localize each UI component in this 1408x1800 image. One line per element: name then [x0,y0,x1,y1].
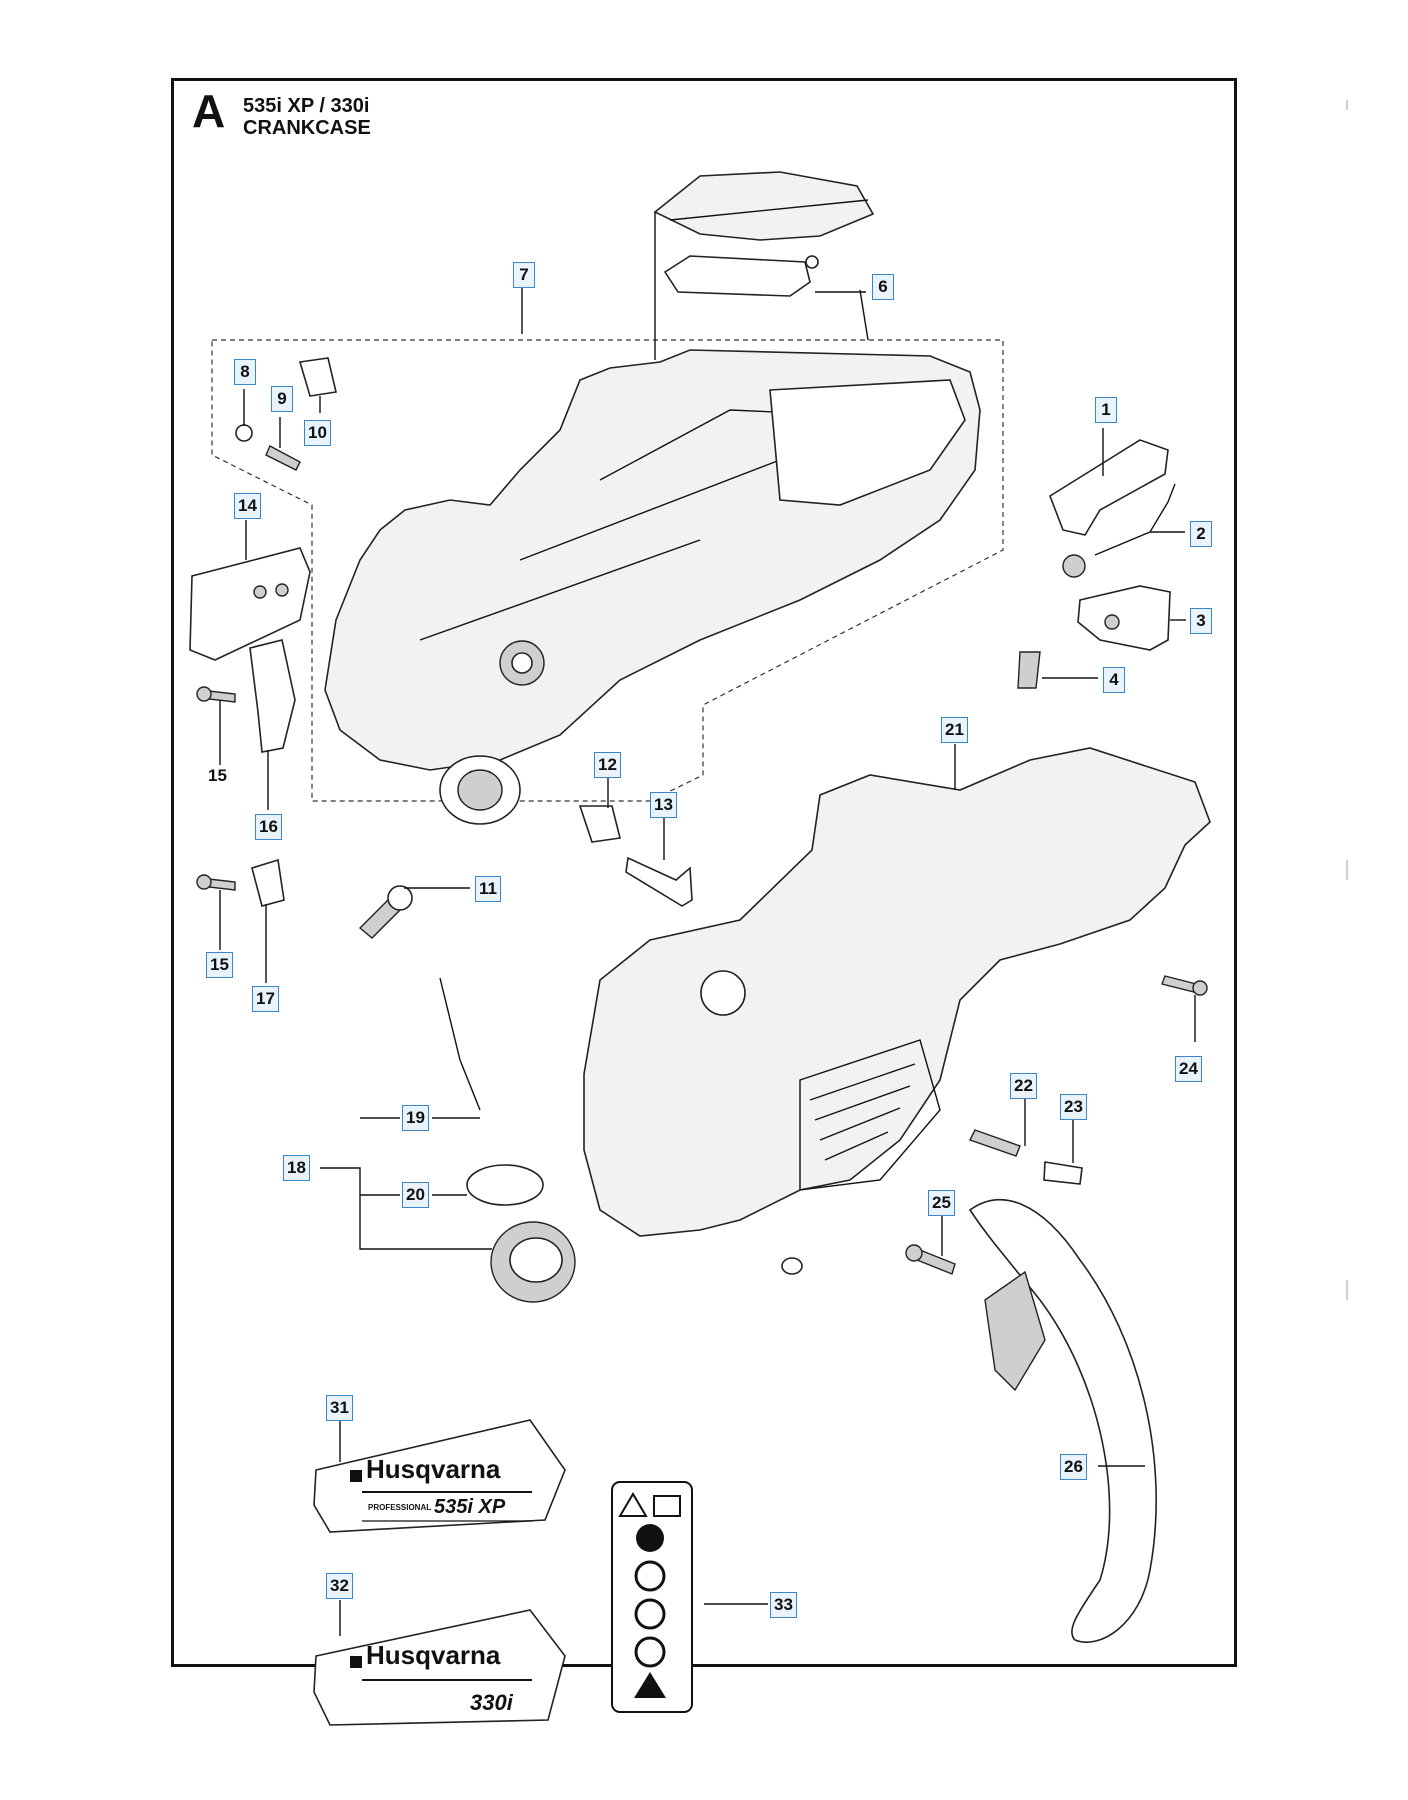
crankcase-group-outline [211,339,1004,802]
no-smoking-icon [634,1636,666,1668]
callout-26[interactable]: 26 [1060,1454,1087,1480]
callout-31[interactable]: 31 [326,1395,353,1421]
callout-12[interactable]: 12 [594,752,621,778]
model-name: 535i XP / 330i [243,95,370,117]
scan-edge-mark [1346,100,1348,110]
callout-16[interactable]: 16 [255,814,282,840]
callout-32[interactable]: 32 [326,1573,353,1599]
callout-4[interactable]: 4 [1103,667,1125,693]
warning-label-part-33 [611,1481,693,1713]
cable-part-19 [439,977,481,1111]
callout-25[interactable]: 25 [928,1190,955,1216]
callout-13[interactable]: 13 [650,792,677,818]
spring-part-22 [969,1129,1021,1157]
scan-edge-mark-2 [1346,860,1348,880]
stop-switch-part-3 [1077,585,1171,651]
callout-19[interactable]: 19 [402,1105,429,1131]
callout-3[interactable]: 3 [1190,608,1212,634]
pin-part-13 [625,856,693,907]
callout-2[interactable]: 2 [1190,521,1212,547]
scan-edge-mark-3 [1346,1280,1348,1300]
decal-31-grade: PROFESSIONAL [368,1503,431,1512]
section-title: 535i XP / 330i CRANKCASE [243,95,371,139]
front-handle-part-26 [968,1198,1157,1643]
callout-23[interactable]: 23 [1060,1094,1087,1120]
clip-part-12 [578,805,621,843]
callout-6[interactable]: 6 [872,274,894,300]
chain-guide-plate-part-14 [189,547,311,661]
callout-21[interactable]: 21 [941,717,968,743]
callout-20[interactable]: 20 [402,1182,429,1208]
callout-10[interactable]: 10 [304,420,331,446]
decal-535i-xp-part-31 [313,1419,566,1533]
manual-book-icon [653,1495,681,1517]
callout-18[interactable]: 18 [283,1155,310,1181]
diagram-frame [171,78,1237,1667]
kickback-warning-icon [634,1560,666,1592]
no-one-hand-icon [634,1598,666,1630]
callout-33[interactable]: 33 [770,1592,797,1618]
husqvarna-crown-icon-2 [350,1656,362,1668]
fire-hazard-icon [634,1672,666,1698]
button-part-23 [1043,1161,1083,1185]
callout-8[interactable]: 8 [234,359,256,385]
callout-9[interactable]: 9 [271,386,293,412]
warning-triangle-icon [618,1492,648,1517]
callout-7[interactable]: 7 [513,262,535,288]
callout-24[interactable]: 24 [1175,1056,1202,1082]
sleeve-part-10 [298,357,337,397]
screw-part-24 [1161,975,1197,993]
callout-15-upper[interactable]: 15 [208,766,227,785]
connector-part-4 [1017,651,1041,689]
callout-1[interactable]: 1 [1095,397,1117,423]
bumper-spike-part-16 [249,639,296,753]
decal-330i-part-32 [313,1609,566,1726]
callout-22[interactable]: 22 [1010,1073,1037,1099]
plug-part-8 [235,424,253,442]
spring-wire-part-2 [1094,483,1176,556]
bracket-part-17 [251,858,285,907]
gasket-part-6 [663,255,811,297]
starter-housing-part-21 [583,747,1211,1237]
cylinder-cover-part [653,171,875,241]
lever-part-1 [1049,439,1169,536]
callout-11[interactable]: 11 [475,876,501,902]
decal-32-brand: Husqvarna [366,1640,501,1670]
callout-15-lower[interactable]: 15 [206,952,233,978]
callout-14[interactable]: 14 [234,493,261,519]
husqvarna-crown-icon [350,1470,362,1482]
decal-32-model: 330i [470,1690,514,1715]
decal-31-model: 535i XP [434,1496,506,1518]
hearing-protection-icon [636,1524,664,1552]
section-letter: A [192,85,226,137]
callout-17[interactable]: 17 [252,986,279,1012]
screw-part-9 [265,445,301,471]
section-name: CRANKCASE [243,117,371,139]
seal-part-20 [466,1164,544,1206]
decal-31-brand: Husqvarna [366,1454,501,1484]
